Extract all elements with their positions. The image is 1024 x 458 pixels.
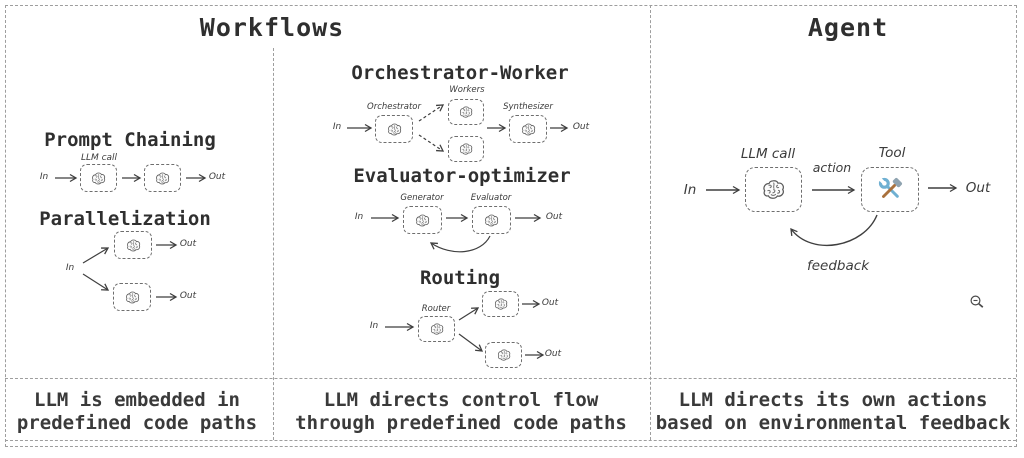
brain-icon [90, 170, 107, 187]
par-llm-box-top [114, 231, 152, 259]
caption-workflows-left: LLM is embedded in predefined code paths [17, 389, 257, 435]
agent-in-label: In [683, 182, 697, 198]
brain-icon [493, 296, 509, 312]
caption-line: based on environmental feedback [655, 412, 1011, 434]
eo-generator-label: Generator [400, 193, 444, 203]
agent-tool-label: Tool [878, 145, 906, 161]
r-route-box-top [482, 291, 519, 317]
brain-icon [496, 347, 512, 363]
parallelization-title: Parallelization [39, 208, 211, 230]
eo-evaluator-label: Evaluator [470, 193, 512, 203]
par-out-bottom-label: Out [179, 291, 197, 301]
par-llm-box-bottom [113, 283, 151, 311]
brain-icon [458, 141, 474, 157]
ow-orchestrator-label: Orchestrator [367, 102, 421, 112]
brain-icon [520, 121, 537, 138]
r-route-box-bottom [485, 342, 522, 368]
ow-in-label: In [332, 122, 342, 132]
eo-in-label: In [354, 212, 364, 222]
brain-icon [386, 121, 403, 138]
ow-synthesizer-label: Synthesizer [503, 102, 553, 112]
agent-title: Agent [807, 13, 889, 42]
r-router-box [418, 316, 455, 342]
r-router-label: Router [421, 304, 451, 314]
agent-action-label: action [812, 160, 852, 175]
r-out-top-label: Out [541, 298, 559, 308]
zoom-out-cursor-icon [969, 294, 985, 310]
ow-worker-box-1 [448, 99, 484, 125]
par-out-top-label: Out [179, 239, 197, 249]
caption-line: predefined code paths [16, 412, 258, 434]
brain-icon [154, 170, 171, 187]
brain-icon [760, 176, 787, 203]
brain-icon [483, 212, 500, 229]
workflows-title: Workflows [199, 13, 345, 42]
pc-llm-box-2 [144, 164, 181, 192]
agent-tool-box [861, 167, 919, 212]
ow-synthesizer-box [509, 115, 547, 143]
brain-icon [429, 321, 445, 337]
caption-line: through predefined code paths [295, 412, 627, 434]
outer-frame [5, 5, 1017, 447]
workflows-middle-divider [273, 48, 274, 440]
agent-panel-divider [650, 5, 651, 440]
eo-generator-box [403, 206, 442, 234]
pc-llm-box-1 [80, 164, 117, 192]
hammer-wrench-icon [876, 175, 905, 204]
orchestrator-worker-title: Orchestrator-Worker [351, 62, 569, 84]
ow-workers-label: Workers [449, 85, 485, 95]
eo-evaluator-box [472, 206, 511, 234]
ow-worker-box-2 [448, 136, 484, 162]
caption-line: LLM directs its own actions [678, 389, 988, 411]
eo-out-label: Out [545, 212, 563, 222]
caption-line: LLM is embedded in [34, 389, 240, 411]
caption-workflows-middle: LLM directs control flow through predefi… [295, 389, 627, 435]
prompt-chaining-title: Prompt Chaining [44, 129, 216, 151]
brain-icon [414, 212, 431, 229]
caption-row-top-divider [5, 378, 1016, 379]
agent-feedback-label: feedback [806, 258, 870, 274]
r-out-bottom-label: Out [544, 349, 562, 359]
brain-icon [125, 237, 142, 254]
routing-title: Routing [419, 267, 501, 289]
agent-out-label: Out [965, 180, 991, 196]
agent-llm-box [745, 167, 802, 212]
pc-in-label: In [39, 172, 49, 182]
par-in-label: In [65, 263, 75, 273]
agent-llm-call-label: LLM call [740, 146, 796, 162]
pc-llm-call-label: LLM call [80, 153, 118, 163]
r-in-label: In [369, 321, 379, 331]
ow-orchestrator-box [375, 115, 413, 143]
caption-agent: LLM directs its own actions based on env… [656, 389, 1011, 435]
evaluator-optimizer-title: Evaluator-optimizer [353, 165, 571, 187]
caption-row-bottom-divider [5, 440, 1016, 441]
caption-line: LLM directs control flow [323, 389, 599, 411]
brain-icon [458, 104, 474, 120]
ow-out-label: Out [572, 122, 590, 132]
brain-icon [124, 289, 141, 306]
pc-out-label: Out [208, 172, 226, 182]
